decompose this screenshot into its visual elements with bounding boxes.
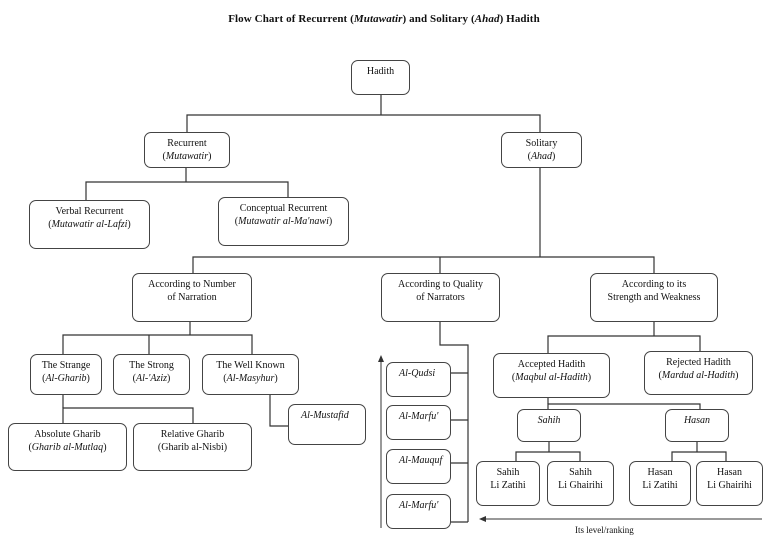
connector-hasan-branches xyxy=(671,451,727,461)
node-label-l1: Al-Marfu' xyxy=(399,500,439,511)
title-part: Ahad xyxy=(474,13,500,25)
node-label-l2: (Al-'Aziz) xyxy=(132,373,171,384)
node-hadith: Hadith xyxy=(351,60,410,95)
connector-wellknown-mustafid xyxy=(269,395,288,427)
title-part: ) Hadith xyxy=(499,13,540,25)
node-solitary: Solitary (Ahad) xyxy=(501,132,582,168)
node-sahih-li-ghairihi: Sahih Li Ghairihi xyxy=(547,461,614,506)
node-label-l1: Hasan xyxy=(647,467,673,478)
node-label-l2: (Gharib al-Nisbi) xyxy=(157,442,228,453)
connector-accepted-branches xyxy=(547,403,701,409)
diagram-title: Flow Chart of Recurrent (Mutawatir) and … xyxy=(0,13,768,25)
node-hasan-li-ghairihi: Hasan Li Ghairihi xyxy=(696,461,763,506)
node-label-l2: (Al-Gharib) xyxy=(42,373,90,384)
node-sahih: Sahih xyxy=(517,409,581,442)
connector-strange-branches xyxy=(62,407,194,423)
node-label-l1: Rejected Hadith xyxy=(666,357,731,368)
node-the-well-known: The Well Known (Al-Masyhur) xyxy=(202,354,299,395)
node-label-l1: Accepted Hadith xyxy=(517,359,586,370)
node-label-l2: Li Zatihi xyxy=(642,480,678,491)
node-absolute-gharib: Absolute Gharib (Gharib al-Mutlaq) xyxy=(8,423,127,471)
node-label-l2: (Gharib al-Mutlaq) xyxy=(28,442,107,453)
node-label-l1: Al-Mustafid xyxy=(301,410,349,421)
node-label-l1: Al-Qudsi xyxy=(399,368,436,379)
node-label-l1: Hadith xyxy=(366,66,395,77)
title-part: Mutawatir xyxy=(353,13,403,25)
node-label-l1: According to Quality xyxy=(398,279,483,290)
node-label-l1: Relative Gharib xyxy=(160,429,225,440)
node-the-strong: The Strong (Al-'Aziz) xyxy=(113,354,190,395)
node-conceptual-recurrent: Conceptual Recurrent (Mutawatir al-Ma'naw… xyxy=(218,197,349,246)
node-recurrent: Recurrent (Mutawatir) xyxy=(144,132,230,168)
node-label-l1: Verbal Recurrent xyxy=(55,206,124,217)
node-al-mauquf: Al-Mauquf xyxy=(386,449,451,484)
node-al-mustafid: Al-Mustafid xyxy=(288,404,366,445)
node-label-l2: (Mardud al-Hadith) xyxy=(658,370,739,381)
node-according-number: According to Number of Narration xyxy=(132,273,252,322)
connector-quality-trunk xyxy=(439,322,469,522)
node-label-l1: Al-Marfu' xyxy=(399,411,439,422)
ranking-label: Its level/ranking xyxy=(575,525,634,535)
connector-hadith-branches xyxy=(186,114,541,132)
node-label-l1: According to its xyxy=(621,279,687,290)
node-label-l1: Solitary xyxy=(525,138,558,149)
node-label-l1: Sahih xyxy=(496,467,520,478)
node-label-l2: Strength and Weakness xyxy=(607,292,701,303)
node-label-l1: According to Number xyxy=(148,279,236,290)
node-label-l2: Li Ghairihi xyxy=(558,480,603,491)
node-label-l2: (Al-Masyhur) xyxy=(223,373,278,384)
node-al-marfu-2: Al-Marfu' xyxy=(386,494,451,529)
node-label-l2: of Narration xyxy=(167,292,217,303)
connector-sahih-branches xyxy=(515,451,581,461)
node-label-l1: Hasan xyxy=(683,415,711,426)
arrow-up-icon xyxy=(378,355,384,362)
node-rejected-hadith: Rejected Hadith (Mardud al-Hadith) xyxy=(644,351,753,395)
node-according-quality: According to Quality of Narrators xyxy=(381,273,500,322)
node-sahih-li-zatihi: Sahih Li Zatihi xyxy=(476,461,540,506)
node-label-l1: Al-Mauquf xyxy=(399,455,443,466)
node-label-l1: The Well Known xyxy=(216,360,285,371)
title-part: ) and Solitary ( xyxy=(402,13,475,25)
node-accepted-hadith: Accepted Hadith (Maqbul al-Hadith) xyxy=(493,353,610,398)
node-label-l2: (Mutawatir al-Ma'nawi) xyxy=(234,216,333,227)
node-label-l1: Hasan xyxy=(717,467,742,478)
node-verbal-recurrent: Verbal Recurrent (Mutawatir al-Lafzi) xyxy=(29,200,150,249)
connector-number-branches xyxy=(62,334,253,354)
node-label-l1: The Strange xyxy=(41,360,91,371)
node-label-l2: (Ahad) xyxy=(527,151,556,162)
node-label-l2: Li Ghairihi xyxy=(707,480,752,491)
node-al-marfu-1: Al-Marfu' xyxy=(386,405,451,440)
arrow-left-icon xyxy=(479,516,486,522)
node-label-l1: Sahih xyxy=(537,415,561,426)
node-label-l1: Sahih xyxy=(569,467,592,478)
node-label-l2: of Narrators xyxy=(416,292,465,303)
node-hasan-li-zatihi: Hasan Li Zatihi xyxy=(629,461,691,506)
node-label-l1: Absolute Gharib xyxy=(34,429,101,440)
node-al-qudsi: Al-Qudsi xyxy=(386,362,451,397)
title-part: Flow Chart of Recurrent ( xyxy=(228,13,354,25)
node-label-l1: The Strong xyxy=(129,360,174,371)
connector-recurrent-branches xyxy=(85,181,289,200)
node-label-l2: (Mutawatir al-Lafzi) xyxy=(48,219,131,230)
node-relative-gharib: Relative Gharib (Gharib al-Nisbi) xyxy=(133,423,252,471)
node-label-l2: (Mutawatir) xyxy=(162,151,212,162)
node-hasan: Hasan xyxy=(665,409,729,442)
connector-solitary-branches xyxy=(192,256,655,273)
node-the-strange: The Strange (Al-Gharib) xyxy=(30,354,102,395)
node-label-l2: Li Zatihi xyxy=(490,480,526,491)
connector-strength-branches xyxy=(547,335,701,353)
node-label-l1: Conceptual Recurrent xyxy=(239,203,328,214)
node-label-l1: Recurrent xyxy=(167,138,207,149)
node-label-l2: (Maqbul al-Hadith) xyxy=(511,372,592,383)
